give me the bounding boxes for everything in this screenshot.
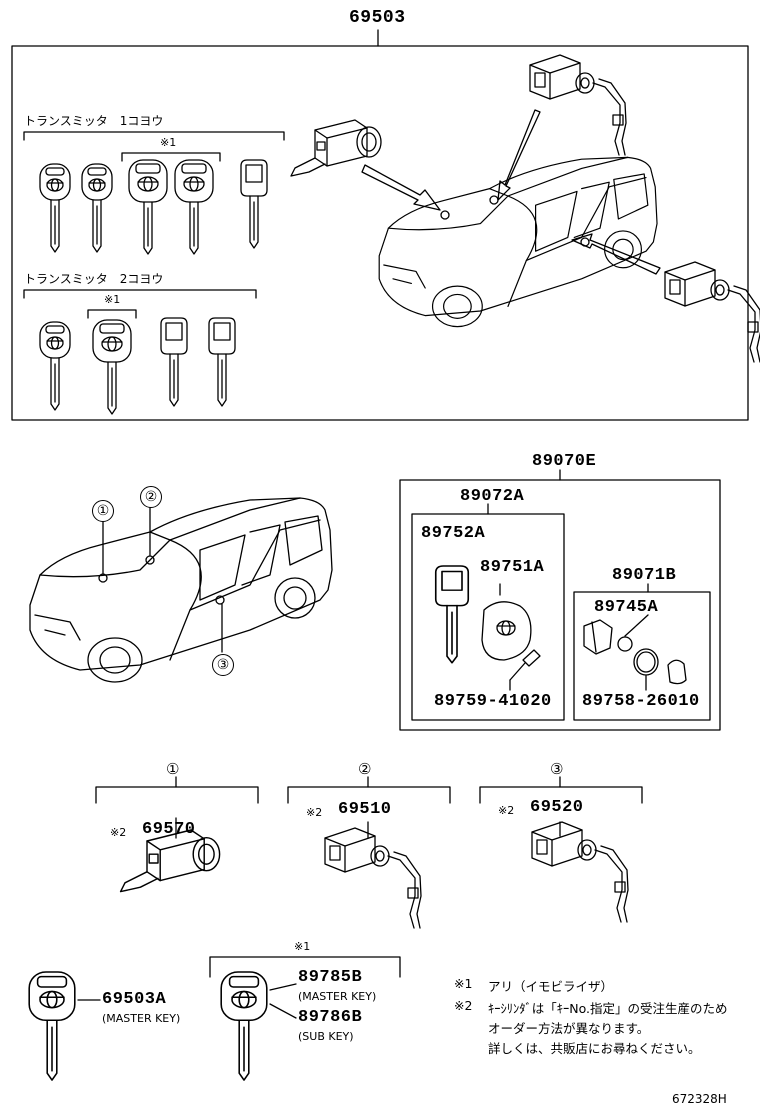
cylinder-2-part-no[interactable]: 69510 bbox=[338, 800, 392, 819]
transmitter-1-bracket bbox=[23, 131, 285, 162]
transmitter-2-marker: ※1 bbox=[104, 293, 121, 306]
master-key-part-no[interactable]: 69503A bbox=[102, 990, 167, 1009]
cylinder-3-part-no[interactable]: 69520 bbox=[530, 798, 584, 817]
sub-key-part-no[interactable]: 89786B bbox=[298, 1008, 363, 1027]
drawing-number: 672328H bbox=[672, 1092, 727, 1106]
assembly-part-no[interactable]: 69503 bbox=[349, 8, 406, 28]
note-1-text: アリ（イモビライザ） bbox=[488, 979, 614, 994]
transmitter-2-label: トランスミッタ 2コヨウ bbox=[24, 272, 164, 286]
cylinder-1-marker: ※2 bbox=[110, 826, 127, 839]
transmitter-1-marker: ※1 bbox=[160, 136, 177, 149]
master-key2-part-no[interactable]: 89785B bbox=[298, 968, 363, 987]
note-1-mark: ※1 bbox=[454, 976, 473, 991]
key-group-marker: ※1 bbox=[294, 940, 311, 953]
door-cylinder-69510 bbox=[324, 827, 422, 929]
door-cylinder-69520 bbox=[531, 821, 629, 923]
cylinder-3-marker: ※2 bbox=[498, 804, 515, 817]
note-2-text-3: 詳しくは、共販店にお尋ねください。 bbox=[488, 1041, 701, 1056]
transmitter-2-bracket bbox=[23, 289, 257, 319]
assembly-car bbox=[361, 109, 661, 328]
kit-sub1-part-no[interactable]: 89072A bbox=[460, 487, 525, 506]
callout-2: ② bbox=[140, 486, 162, 508]
cylinder-1-part-no[interactable]: 69570 bbox=[142, 820, 196, 839]
kit-case-part-no[interactable]: 89751A bbox=[480, 558, 545, 577]
cylinder-3-callout: ③ bbox=[550, 760, 564, 778]
assembly-door-cylinder-right bbox=[664, 261, 760, 363]
transmitter-1-label: トランスミッタ 1コヨウ bbox=[24, 114, 164, 128]
kit-battery-part-no[interactable]: 89758-26010 bbox=[582, 692, 700, 711]
master-key2-sub: (MASTER KEY) bbox=[298, 990, 377, 1003]
kit-sub2-part-no[interactable]: 89071B bbox=[612, 566, 677, 585]
callout-3: ③ bbox=[212, 654, 234, 676]
cylinder-2-marker: ※2 bbox=[306, 806, 323, 819]
location-car bbox=[29, 497, 333, 683]
transmitter-2-keys bbox=[39, 317, 236, 415]
kit-parts-part-no[interactable]: 89745A bbox=[594, 598, 659, 617]
cylinder-1-callout: ① bbox=[166, 760, 180, 778]
master-key-sub: (MASTER KEY) bbox=[102, 1012, 181, 1025]
assembly-door-cylinder-left bbox=[529, 54, 627, 156]
note-2-mark: ※2 bbox=[454, 998, 473, 1013]
kit-key-part-no[interactable]: 89752A bbox=[421, 524, 486, 543]
kit-screw-part-no[interactable]: 89759-41020 bbox=[434, 692, 552, 711]
callout-1: ① bbox=[92, 500, 114, 522]
cylinder-2-callout: ② bbox=[358, 760, 372, 778]
assembly-box bbox=[11, 29, 749, 421]
transmitter-1-keys bbox=[39, 159, 268, 255]
note-2-text-1: ｷｰｼﾘﾝﾀﾞは「ｷｰNo.指定」の受注生産のため bbox=[488, 1001, 728, 1016]
assembly-ignition-cylinder bbox=[290, 119, 382, 177]
bottom-keys bbox=[28, 956, 401, 1081]
note-2-text-2: オーダー方法が異なります。 bbox=[488, 1021, 650, 1036]
cylinder-brackets bbox=[95, 776, 643, 804]
ignition-cylinder-69570 bbox=[119, 829, 221, 893]
sub-key-sub: (SUB KEY) bbox=[298, 1030, 354, 1043]
kit-part-no[interactable]: 89070E bbox=[532, 452, 597, 471]
kit-box bbox=[399, 469, 721, 731]
